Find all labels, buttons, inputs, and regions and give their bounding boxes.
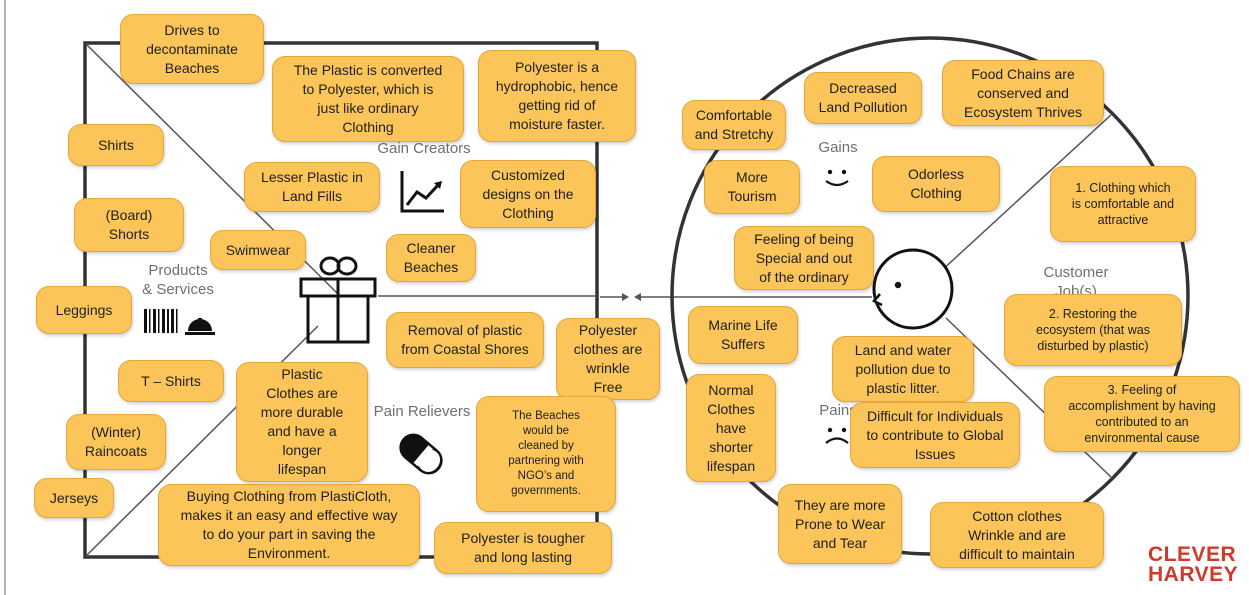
sad-face-icon xyxy=(825,427,849,444)
note-t-shirts: T – Shirts xyxy=(118,360,224,402)
note-plastic-to-polyester: The Plastic is converted to Polyester, w… xyxy=(272,56,464,142)
note-land-water-pollution: Land and water pollution due to plastic … xyxy=(832,336,974,402)
note-plastic-clothes-durable: Plastic Clothes are more durable and hav… xyxy=(236,362,368,482)
note-removal-plastic: Removal of plastic from Coastal Shores xyxy=(386,312,544,368)
note-odorless-clothing: Odorless Clothing xyxy=(872,156,1000,212)
note-customized-designs: Customized designs on the Clothing xyxy=(460,160,596,228)
note-jerseys: Jerseys xyxy=(34,478,114,518)
note-cleaner-beaches: Cleaner Beaches xyxy=(386,234,476,282)
note-more-tourism: More Tourism xyxy=(704,160,800,214)
note-drives-decontaminate: Drives to decontaminate Beaches xyxy=(120,14,264,84)
barcode-bell-icon xyxy=(144,309,215,335)
pill-icon xyxy=(399,433,443,475)
fit-arrow-right-icon xyxy=(622,293,629,301)
gain-creators-label: Gain Creators xyxy=(377,140,471,157)
note-job-1: 1. Clothing which is comfortable and att… xyxy=(1050,166,1196,242)
note-job-2: 2. Restoring the ecosystem (that was dis… xyxy=(1004,294,1182,366)
note-food-chains: Food Chains are conserved and Ecosystem … xyxy=(942,60,1104,126)
gift-icon xyxy=(299,256,377,344)
note-comfortable-stretchy: Comfortable and Stretchy xyxy=(682,100,786,150)
customer-divider-top xyxy=(939,113,1113,273)
note-marine-life: Marine Life Suffers xyxy=(688,306,798,364)
note-job-3: 3. Feeling of accomplishment by having c… xyxy=(1044,376,1240,452)
note-lesser-plastic: Lesser Plastic in Land Fills xyxy=(244,162,380,212)
chart-up-icon xyxy=(400,171,444,213)
note-polyester-wrinkle-free: Polyester clothes are wrinkle Free xyxy=(556,318,660,400)
pains-label: Pains xyxy=(819,402,857,419)
pain-relievers-label: Pain Relievers xyxy=(373,403,471,420)
note-prone-wear-tear: They are more Prone to Wear and Tear xyxy=(778,484,902,564)
brand-logo: CLEVER HARVEY xyxy=(1148,543,1239,586)
note-normal-clothes: Normal Clothes have shorter lifespan xyxy=(686,374,776,482)
products-services-label: Products & Services xyxy=(142,262,214,298)
note-swimwear: Swimwear xyxy=(210,230,306,270)
gains-label: Gains xyxy=(818,139,858,156)
note-cotton-wrinkle: Cotton clothes Wrinkle and are difficult… xyxy=(930,502,1104,568)
note-shirts: Shirts xyxy=(68,124,164,166)
customer-face-icon xyxy=(872,248,954,330)
note-beaches-cleaned: The Beaches would be cleaned by partneri… xyxy=(476,396,616,512)
note-polyester-hydrophobic: Polyester is a hydrophobic, hence gettin… xyxy=(478,50,636,142)
note-decreased-land-pollution: Decreased Land Pollution xyxy=(804,72,922,124)
note-buying-plasticloth: Buying Clothing from PlastiCloth, makes … xyxy=(158,484,420,566)
note-board-shorts: (Board) Shorts xyxy=(74,198,184,252)
note-difficult-individuals: Difficult for Individuals to contribute … xyxy=(850,402,1020,468)
note-winter-raincoats: (Winter) Raincoats xyxy=(66,414,166,470)
note-polyester-tougher: Polyester is tougher and long lasting xyxy=(434,522,612,574)
fit-arrow-left-icon xyxy=(634,293,641,301)
note-feeling-special: Feeling of being Special and out of the … xyxy=(734,226,874,290)
note-leggings: Leggings xyxy=(36,286,132,334)
smile-face-icon xyxy=(825,169,849,187)
